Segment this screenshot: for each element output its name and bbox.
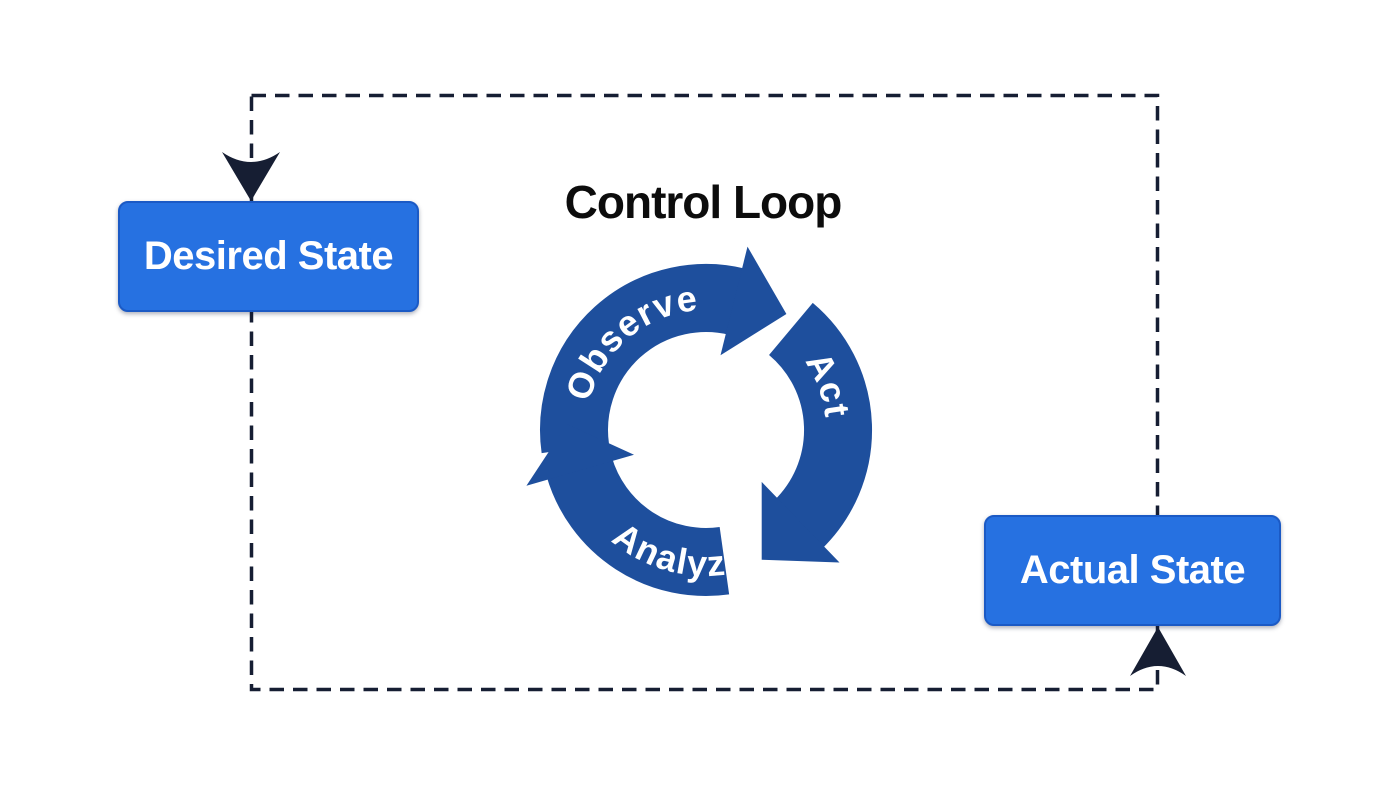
- boundary-dashed-outline: [249, 93, 1160, 692]
- loop-arrowhead-observe: [720, 246, 787, 356]
- loop-arrowhead-analyze: [526, 424, 634, 486]
- arrow-down-icon: [222, 152, 280, 201]
- arrow-up-icon: [1130, 627, 1186, 676]
- loop-arc-observe: [540, 264, 747, 454]
- desired-state-node: Desired State: [118, 201, 419, 312]
- loop-arrowhead-act: [761, 481, 840, 563]
- actual-state-label: Actual State: [1019, 548, 1246, 592]
- loop-arc-act: [768, 302, 872, 550]
- diagram-title: Control Loop: [564, 176, 843, 228]
- control-loop-cycle: Observe Act Analyze: [526, 246, 872, 596]
- actual-state-node: Actual State: [984, 515, 1281, 626]
- desired-state-label: Desired State: [143, 234, 394, 278]
- loop-arc-analyze: [546, 456, 730, 596]
